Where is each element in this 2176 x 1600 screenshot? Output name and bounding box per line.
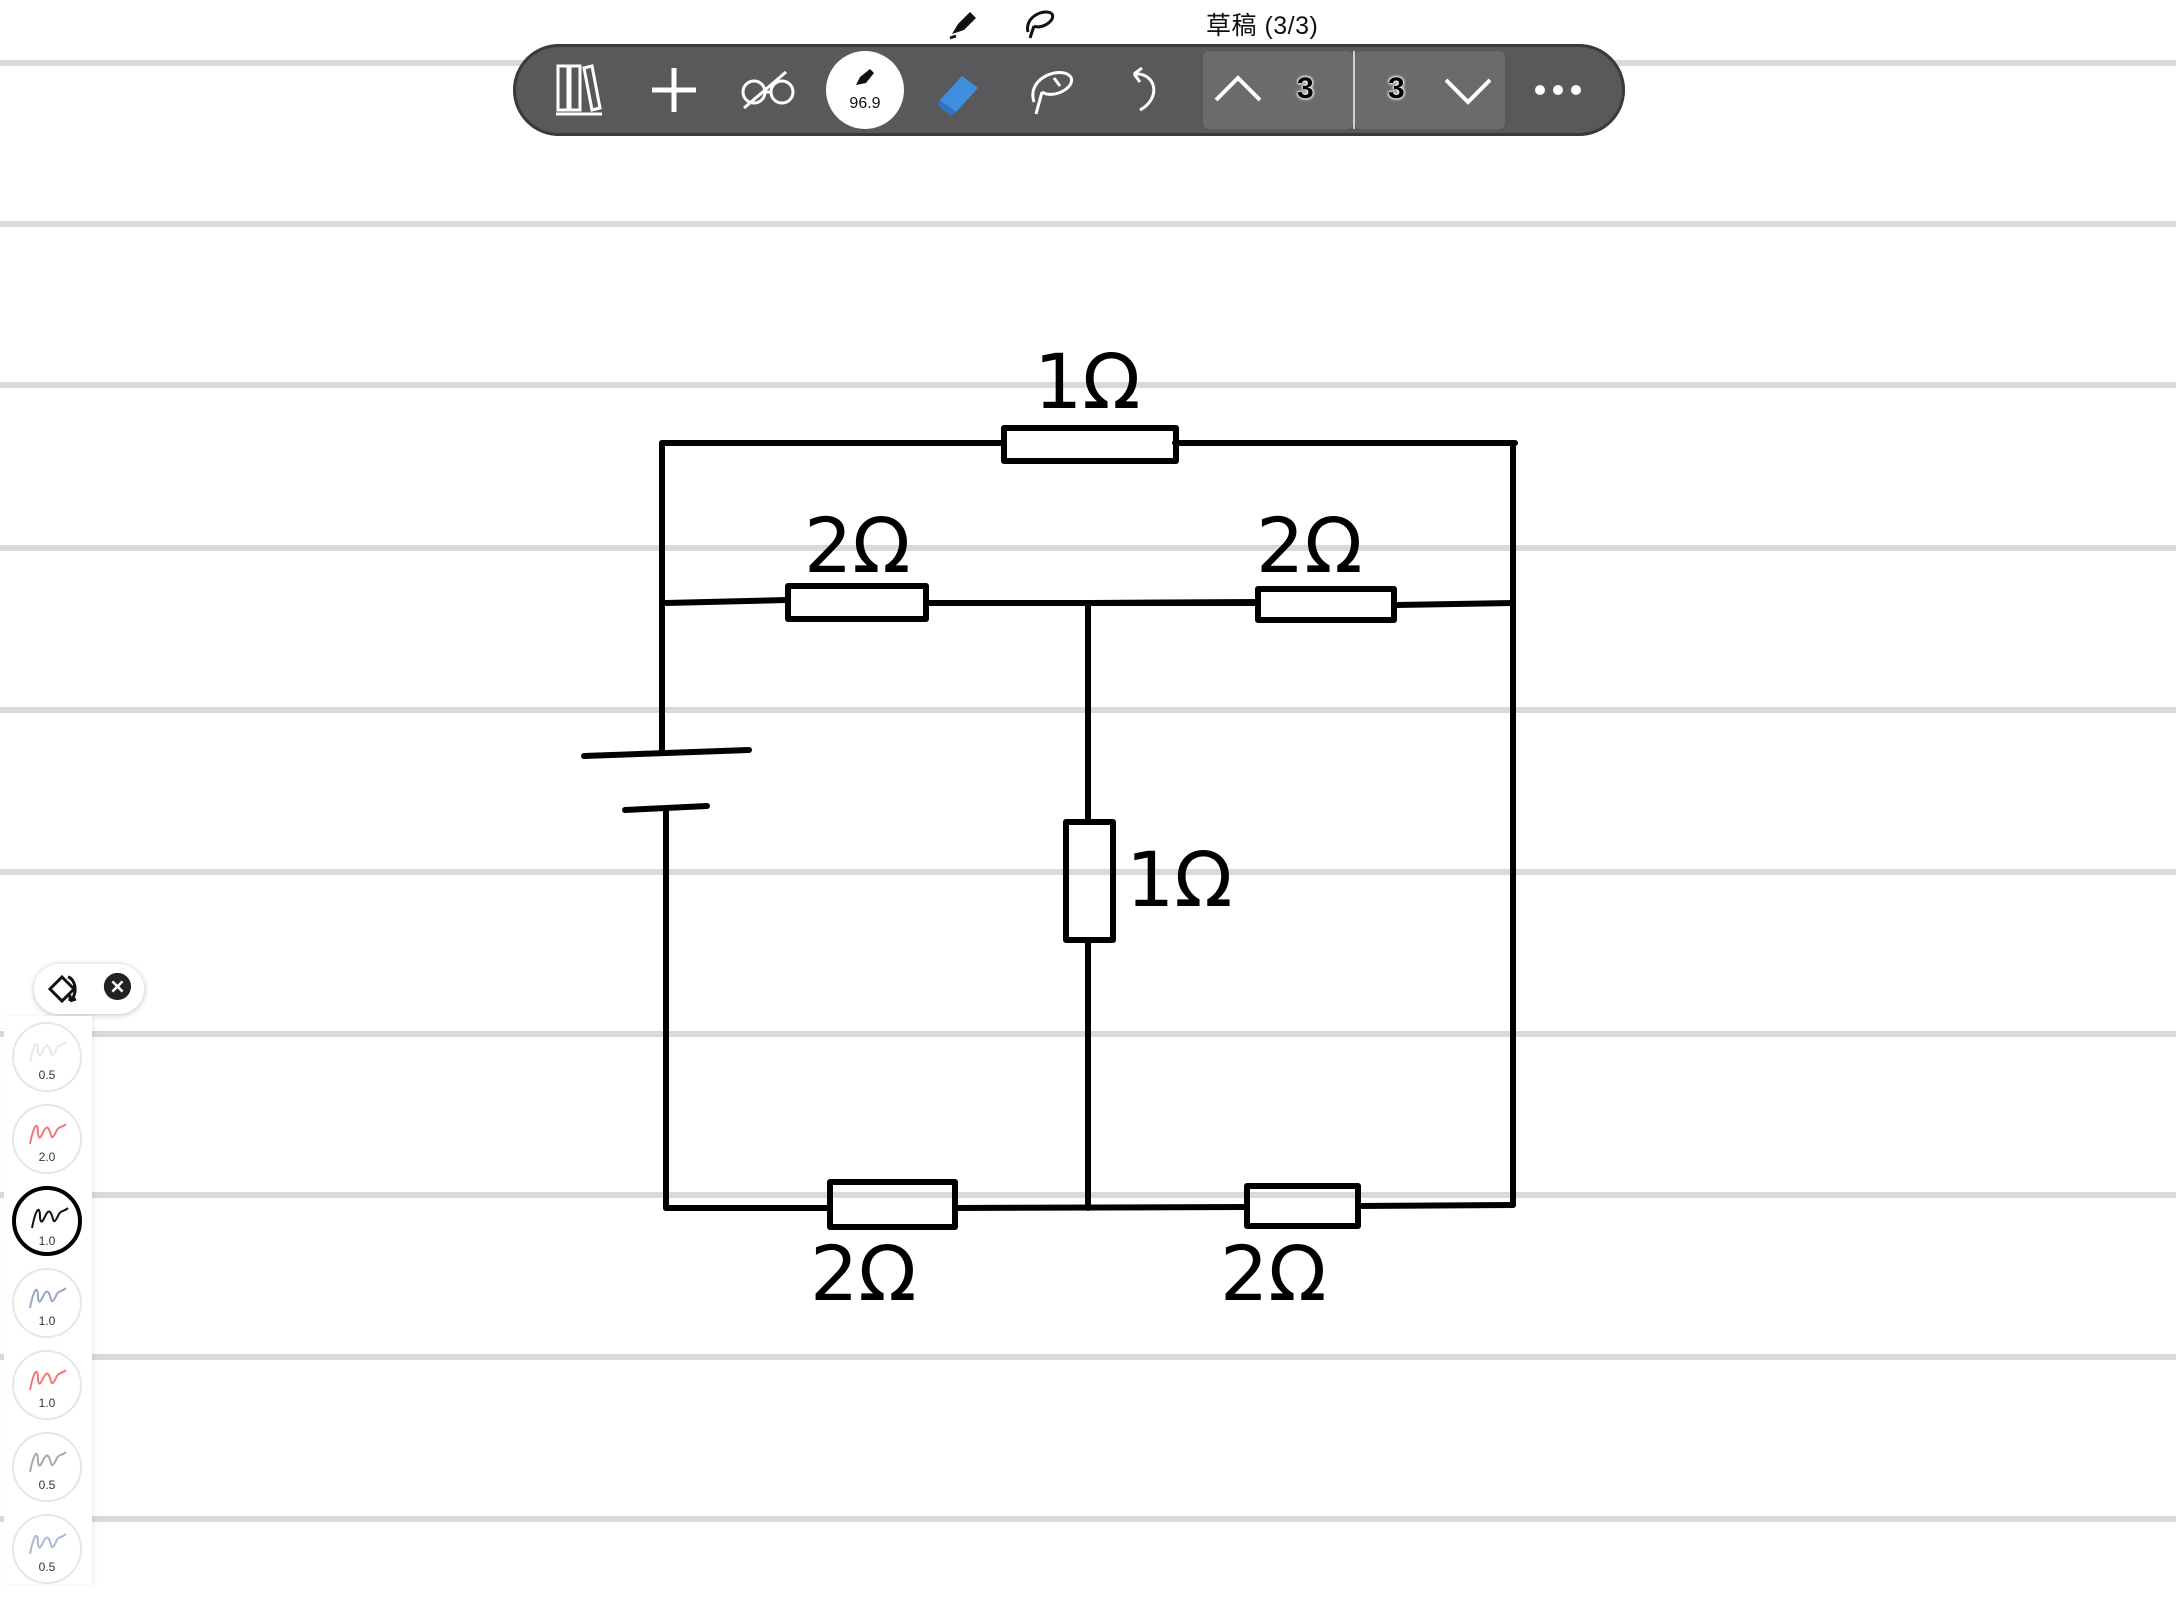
pen-swatch[interactable]: 2.0 <box>12 1104 82 1174</box>
resistor-top <box>1001 425 1179 464</box>
library-icon[interactable] <box>548 58 612 122</box>
ruled-line <box>0 382 2176 388</box>
lasso-icon[interactable] <box>1020 58 1084 122</box>
pen-size-value: 96.9 <box>849 95 881 112</box>
pen-stroke-icon <box>29 1041 67 1063</box>
pen-swatch-size: 2.0 <box>38 1150 56 1164</box>
pen-swatch[interactable]: 1.0 <box>12 1268 82 1338</box>
wire <box>1355 1202 1516 1209</box>
pen-swatch-size: 0.5 <box>38 1478 56 1492</box>
label-bottom-left: 2Ω <box>810 1229 916 1318</box>
pen-icon <box>856 69 874 85</box>
ruled-line <box>0 221 2176 227</box>
chevron-down-icon[interactable] <box>1436 58 1500 122</box>
label-upper-right: 2Ω <box>1256 501 1362 590</box>
pen-swatch[interactable]: 1.0 <box>12 1350 82 1420</box>
pen-stroke-icon <box>29 1123 67 1145</box>
pen-stroke-icon <box>29 1451 67 1473</box>
page-current: 3 <box>1297 72 1314 105</box>
pen-swatch-size: 0.5 <box>38 1068 56 1082</box>
pen-stroke-icon <box>29 1533 67 1555</box>
pen-swatch-size: 1.0 <box>38 1396 56 1410</box>
page-target: 3 <box>1388 72 1405 105</box>
wire <box>952 1204 1250 1211</box>
ruled-line <box>0 1516 2176 1522</box>
resistor-middle <box>1063 819 1116 943</box>
ruled-line <box>0 869 2176 875</box>
battery-short-plate <box>622 803 710 813</box>
ruled-line <box>0 1354 2176 1360</box>
ruled-line <box>0 545 2176 551</box>
pen-swatch[interactable]: 0.5 <box>12 1514 82 1584</box>
lasso-mode-icon <box>1020 4 1060 44</box>
pen-swatch-size: 1.0 <box>38 1314 56 1328</box>
label-upper-left: 2Ω <box>804 501 910 590</box>
resistor-upper-left <box>785 583 929 622</box>
chevron-up-icon[interactable] <box>1206 58 1270 122</box>
label-top: 1Ω <box>1034 337 1140 426</box>
label-bottom-right: 2Ω <box>1220 1229 1326 1318</box>
page-divider <box>1353 51 1355 129</box>
pen-stroke-icon <box>31 1207 69 1229</box>
resistor-upper-right <box>1255 586 1397 623</box>
eraser-icon[interactable] <box>928 58 992 122</box>
resistor-bottom-left <box>827 1179 958 1230</box>
document-title: 草稿 (3/3) <box>1206 12 1319 40</box>
palette-header <box>34 964 144 1014</box>
pen-swatch-size: 0.5 <box>38 1560 56 1574</box>
pen-mode-icon <box>944 4 984 44</box>
wire <box>1391 600 1516 608</box>
pen-swatch[interactable]: 0.5 <box>12 1022 82 1092</box>
pen-swatch-size: 1.0 <box>38 1234 56 1248</box>
wire <box>1087 599 1261 606</box>
glasses-icon[interactable] <box>736 58 800 122</box>
wire <box>663 597 789 606</box>
undo-icon[interactable] <box>1112 58 1176 122</box>
pen-stroke-icon <box>29 1369 67 1391</box>
battery-long-plate <box>581 747 752 759</box>
more-icon[interactable] <box>1526 58 1590 122</box>
pen-swatch[interactable]: 0.5 <box>12 1432 82 1502</box>
pen-size-indicator[interactable]: 96.9 <box>826 51 904 129</box>
label-middle: 1Ω <box>1126 835 1232 924</box>
resistor-bottom-right <box>1244 1183 1361 1229</box>
rotate-icon[interactable] <box>42 969 82 1009</box>
pen-stroke-icon <box>29 1287 67 1309</box>
pen-swatch[interactable]: 1.0 <box>12 1186 82 1256</box>
add-icon[interactable] <box>642 58 706 122</box>
close-icon[interactable] <box>103 972 137 1006</box>
